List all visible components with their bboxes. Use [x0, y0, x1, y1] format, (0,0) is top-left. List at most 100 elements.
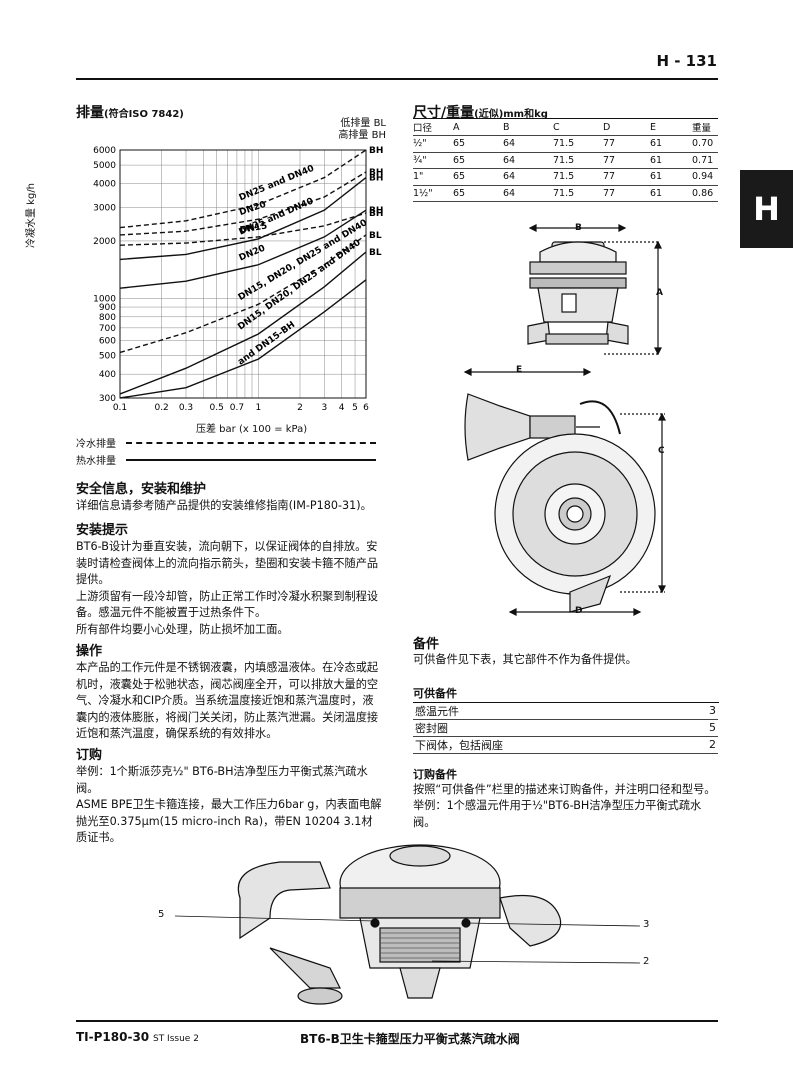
dim-cell: 65	[453, 152, 503, 169]
dimensions-title-text: 尺寸/重量	[413, 105, 475, 121]
series-end-label: BH	[369, 168, 383, 178]
spare-name: 密封圈	[413, 719, 694, 737]
discharge-title: 排量(符合ISO 7842)	[76, 102, 184, 122]
series-line	[119, 209, 367, 289]
y-tick-label: 400	[99, 370, 116, 380]
operation-title: 操作	[76, 644, 103, 659]
table-row: 密封圈 5	[413, 719, 718, 737]
y-tick-label: 2000	[93, 237, 116, 247]
footer-rule	[76, 1020, 718, 1022]
spare-num: 2	[694, 736, 718, 754]
spares-intro: 可供备件见下表，其它部件不作为备件提供。	[413, 653, 637, 666]
dim-label-d: D	[575, 606, 583, 616]
ordering-section: 订购 举例：1个斯派莎克½" BT6-BH洁净型压力平衡式蒸汽疏水阀。 ASME…	[76, 744, 382, 847]
ordering-p1: 举例：1个斯派莎克½" BT6-BH洁净型压力平衡式蒸汽疏水阀。	[76, 765, 368, 795]
spares-section: 备件 可供备件见下表，其它部件不作为备件提供。 可供备件 感温元件 3 密封圈 …	[413, 633, 719, 831]
dim-label-e: E	[516, 365, 523, 375]
page-number: H - 131	[656, 52, 717, 70]
dim-cell: 65	[453, 135, 503, 153]
series-line	[119, 149, 367, 229]
series-line	[119, 177, 367, 261]
y-tick-label: 5000	[93, 161, 116, 171]
discharge-title-note: (符合ISO 7842)	[104, 109, 184, 120]
x-tick-label: 4	[339, 403, 345, 413]
y-tick-label: 700	[99, 324, 116, 334]
operation-body: 本产品的工作元件是不锈钢液囊，内填感温液体。在冷态或起机时，液囊处于松驰状态，阀…	[76, 661, 379, 740]
spare-num: 5	[694, 719, 718, 737]
operation-section: 操作 本产品的工作元件是不锈钢液囊，内填感温液体。在冷态或起机时，液囊处于松驰状…	[76, 640, 382, 743]
table-row: 下阀体，包括阀座 2	[413, 736, 718, 754]
dim-cell: 64	[503, 152, 553, 169]
x-tick-label: 0.2	[154, 403, 168, 413]
dimensions-title: 尺寸/重量(近似)mm和kg	[413, 102, 548, 122]
side-tab: H	[740, 170, 793, 248]
dim-cell: 71.5	[553, 185, 603, 202]
x-tick-label: 0.5	[210, 403, 224, 413]
table-row: 感温元件 3	[413, 702, 718, 720]
dim-cell: 64	[503, 135, 553, 153]
dim-cell: 61	[650, 135, 692, 153]
x-tick-label: 0.1	[113, 403, 127, 413]
dimensions-title-note: (近似)mm和kg	[474, 109, 548, 120]
x-tick-label: 0.7	[230, 403, 244, 413]
dim-cell: 61	[650, 185, 692, 202]
x-tick-label: 1	[255, 403, 261, 413]
spare-name: 感温元件	[413, 702, 694, 720]
series-name-label: DN15	[239, 221, 268, 235]
legend-hot: 热水排量	[76, 452, 376, 467]
dim-cell: 0.70	[692, 135, 718, 153]
ordering-p2: ASME BPE卫生卡箍连接，最大工作压力6bar g，内表面电解抛光至0.37…	[76, 798, 382, 844]
spares-available-title: 可供备件	[413, 686, 457, 700]
dim-cell: 0.71	[692, 152, 718, 169]
series-end-label: BH	[369, 206, 383, 216]
y-tick-label: 300	[99, 394, 116, 404]
x-tick-label: 0.3	[179, 403, 193, 413]
series-end-label: BL	[369, 248, 382, 258]
dim-cell: ½"	[413, 135, 453, 153]
dim-cell: 71.5	[553, 135, 603, 153]
spares-how-p1: 按照“可供备件”栏里的描述来订购备件，并注明口径和型号。	[413, 782, 716, 796]
dim-label-b: B	[575, 223, 582, 233]
dim-cell: 0.94	[692, 168, 718, 186]
series-end-label: BH	[369, 174, 383, 184]
legend-high-label: 高排量	[338, 130, 369, 141]
install-p1: BT6-B设计为垂直安装，流向朝下，以保证阀体的自排放。安装时请检查阀体上的流向…	[76, 540, 379, 586]
dim-header: D	[603, 119, 650, 136]
spares-how-title: 订购备件	[413, 767, 457, 781]
ordering-title: 订购	[76, 748, 103, 763]
series-line	[119, 212, 367, 246]
spares-table: 感温元件 3 密封圈 5 下阀体，包括阀座 2	[413, 702, 718, 754]
install-title: 安装提示	[76, 523, 129, 538]
legend-hot-label: 热水排量	[76, 456, 116, 467]
x-tick-label: 2	[297, 403, 303, 413]
safety-body: 详细信息请参考随产品提供的安装维修指南(IM-P180-31)。	[76, 499, 372, 512]
dim-header: 重量	[692, 119, 718, 136]
dim-cell: 61	[650, 168, 692, 186]
x-tick-label: 5	[352, 403, 358, 413]
cutaway-label-5: 5	[158, 909, 165, 920]
y-tick-label: 600	[99, 337, 116, 347]
plot-frame	[119, 149, 367, 399]
dim-cell: 1½"	[413, 185, 453, 202]
dim-header: C	[553, 119, 603, 136]
legend-high-code: BH	[371, 130, 386, 141]
dim-header: E	[650, 119, 692, 136]
y-tick-label: 800	[99, 313, 116, 323]
series-line	[119, 171, 367, 236]
dim-cell: ¾"	[413, 152, 453, 169]
series-line	[119, 234, 367, 354]
dim-cell: 77	[603, 152, 650, 169]
spares-table-wrap: 感温元件 3 密封圈 5 下阀体，包括阀座 2	[413, 701, 719, 754]
cutaway-label-2: 2	[643, 956, 650, 967]
spares-how-p2: 举例：1个感温元件用于½"BT6-BH洁净型压力平衡式疏水阀。	[413, 799, 702, 829]
install-p3: 所有部件均要小心处理，防止损坏加工面。	[76, 622, 289, 636]
series-end-label: BL	[369, 231, 382, 241]
y-tick-label: 500	[99, 352, 116, 362]
dim-cell: 64	[503, 185, 553, 202]
legend-cold-label: 冷水排量	[76, 439, 116, 450]
legend-low-label: 低排量	[340, 118, 371, 129]
cutaway-label-3: 3	[643, 919, 650, 930]
dim-header: 口径	[413, 119, 453, 136]
